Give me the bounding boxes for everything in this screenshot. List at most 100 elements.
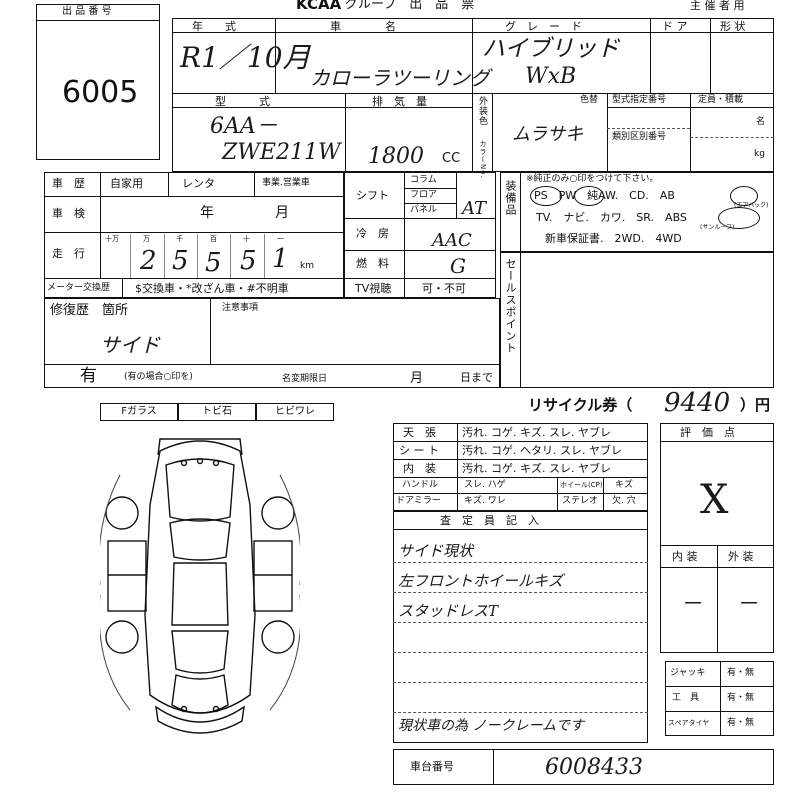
- equipment-note: ※純正のみ○印をつけて下さい。: [526, 174, 659, 184]
- car-hood: [165, 458, 235, 522]
- tv-value[interactable]: 可・不可: [422, 282, 466, 295]
- car-body-outline: [144, 440, 256, 714]
- color-value: ムラサキ: [512, 124, 584, 145]
- digit-label-10k: 万: [143, 235, 150, 243]
- wheel-front-right: [261, 496, 295, 530]
- model-value-line1: 6AA－: [210, 114, 278, 139]
- capacity-label: 定員・積載: [698, 95, 744, 105]
- ac-value: AAC: [432, 230, 472, 251]
- inspector-note-line4: 現状車の為 ノークレームです: [398, 718, 585, 734]
- spare-tire-label: スペアタイヤ: [668, 719, 710, 727]
- sales-point-box: [500, 252, 774, 388]
- glass-stone-chip[interactable]: トビ石: [178, 403, 256, 421]
- inspector-note-line2: 左フロントホイールキズ: [398, 572, 564, 590]
- interior-row-ceiling-label: 天 張: [403, 426, 436, 439]
- shift-option-panel[interactable]: パネル: [410, 205, 438, 215]
- digit-label-10: 十: [243, 235, 250, 243]
- digit-label-100: 百: [210, 235, 217, 243]
- equipment-row3[interactable]: 新車保証書. 2WD. 4WD: [545, 232, 682, 245]
- interior-row-trim-options[interactable]: 汚れ. コゲ. キズ. スレ. ヤブレ: [462, 462, 611, 475]
- exterior-score-value: －: [736, 592, 759, 617]
- lot-number-box: [36, 4, 160, 160]
- interior-score-value: －: [680, 592, 703, 617]
- recycle-label: リサイクル券（: [528, 396, 633, 414]
- inspector-note-line1: サイド現状: [398, 542, 474, 560]
- glass-crack[interactable]: ヒビワレ: [256, 403, 334, 421]
- car-rear-glass: [171, 630, 229, 674]
- history-table: [44, 172, 344, 298]
- meter-exchange-label: メーター交換歴: [47, 283, 111, 293]
- car-roof: [171, 562, 229, 626]
- tools-label: 工 具: [672, 693, 700, 703]
- digit-label-1k: 千: [176, 235, 183, 243]
- wheel-cp-options[interactable]: キズ: [615, 480, 634, 490]
- recycle-unit: ）円: [740, 396, 771, 414]
- organizer-label: 主 催 者 用: [690, 0, 745, 12]
- interior-row-seat-label: シ ー ト: [399, 444, 439, 457]
- header-title: グループ 出 品 票: [345, 0, 475, 12]
- glass-f-glass[interactable]: Fガラス: [100, 403, 178, 421]
- history-option-rental[interactable]: レンタ: [182, 177, 215, 190]
- equipment-row2[interactable]: TV. ナビ. カワ. SR. ABS: [536, 211, 687, 224]
- lot-number-label: 出 品 番 号: [62, 6, 112, 17]
- wheel-front-left: [105, 496, 139, 530]
- exterior-score-label: 外 装: [728, 550, 754, 563]
- inspection-month: 月: [275, 205, 289, 221]
- tools-value[interactable]: 有・無: [727, 693, 755, 703]
- fuel-label: 燃 料: [356, 257, 389, 270]
- history-label: 車 歴: [52, 177, 85, 190]
- abs-circle: [718, 207, 760, 229]
- wheel-rear-left: [105, 620, 139, 654]
- color-no-label: カラーNo.: [479, 140, 487, 179]
- left-door-panel: [107, 540, 147, 612]
- meter-exchange-options[interactable]: $交換車・*改ざん車・#不明車: [135, 282, 289, 295]
- chassis-label: 車台番号: [410, 760, 454, 773]
- door-label: ド ア: [662, 20, 688, 33]
- mileage-digit-10k: 2: [140, 246, 157, 276]
- car-name-value: カローラツーリング: [310, 66, 490, 90]
- spare-tire-value[interactable]: 有・無: [727, 718, 755, 728]
- mileage-digit-10: 5: [240, 246, 257, 276]
- mileage-digit-1: 1: [272, 244, 289, 274]
- interior-row-ceiling-options[interactable]: 汚れ. コゲ. キズ. スレ. ヤブレ: [462, 426, 611, 439]
- pw-circle: [574, 186, 604, 206]
- sunroof-sublabel: (サンルーフ): [700, 224, 735, 231]
- inspector-note-line3: スタッドレスT: [398, 602, 499, 620]
- jack-value[interactable]: 有・無: [727, 668, 755, 678]
- handle-label: ハンドル: [402, 480, 439, 490]
- repair-value: サイド: [100, 333, 160, 357]
- exterior-color-label: 外装色: [477, 96, 487, 126]
- evaluation-score: X: [700, 477, 729, 523]
- accessories-table: [665, 661, 774, 736]
- sales-point-label: セールスポイント: [504, 258, 517, 354]
- chassis-value: 6008433: [545, 755, 643, 780]
- history-option-business[interactable]: 事業.営業車: [262, 178, 310, 188]
- notes-label: 注意事項: [222, 303, 259, 313]
- fuel-value: G: [450, 254, 466, 278]
- grade-value-line1: ハイブリッド: [482, 36, 620, 62]
- right-door-panel: [253, 540, 293, 612]
- door-mirror-label: ドアミラー: [396, 496, 441, 506]
- ac-label: 冷 房: [356, 227, 389, 240]
- digit-label-1: 一: [277, 235, 284, 243]
- kcaa-logo: KCAA: [296, 0, 342, 13]
- deadline-label: 名変期限日: [282, 374, 328, 384]
- wheel-cp-label: ホイール(CP): [560, 481, 603, 489]
- model-label: 型 式: [215, 95, 270, 108]
- door-mirror-options[interactable]: キズ. ワレ: [464, 496, 506, 506]
- color-change-label: 色替: [580, 95, 599, 105]
- handle-options[interactable]: スレ. ハゲ: [464, 480, 506, 490]
- chassis-box: [393, 749, 774, 785]
- equipment-row1[interactable]: PS PW 純AW. CD. AB: [534, 189, 675, 202]
- repair-has-label[interactable]: 有: [80, 366, 97, 386]
- deadline-day: 日まで: [460, 371, 493, 384]
- type-designation-label: 型式指定番号: [612, 95, 667, 105]
- shift-option-column[interactable]: コラム: [410, 175, 437, 185]
- stereo-options[interactable]: 欠. 穴: [612, 496, 636, 506]
- specs-table: [344, 172, 496, 298]
- car-damage-diagram[interactable]: [100, 425, 300, 750]
- history-option-private[interactable]: 自家用: [110, 177, 143, 190]
- inspection-year: 年: [200, 205, 214, 221]
- interior-row-seat-options[interactable]: 汚れ. コゲ. ヘタリ. スレ. ヤブレ: [462, 444, 622, 457]
- shift-option-floor[interactable]: フロア: [410, 190, 438, 200]
